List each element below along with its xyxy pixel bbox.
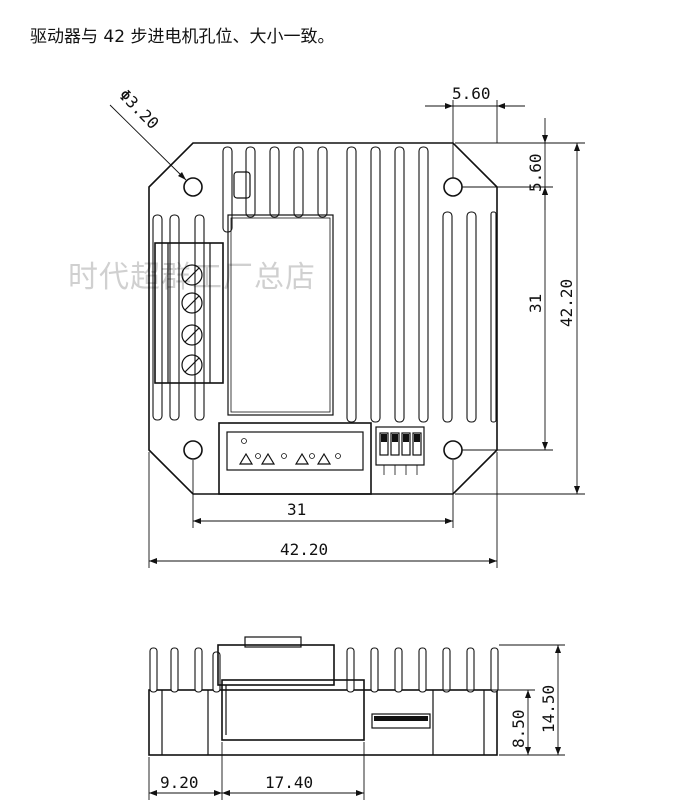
mounting-hole-tr	[443, 177, 463, 197]
mounting-hole-tl	[183, 177, 203, 197]
dip-switch	[375, 426, 425, 475]
side-dim-height-base: 8.50	[509, 690, 531, 755]
dim-height-total: 42.20	[557, 143, 580, 494]
watermark-text: 时代超群工厂总店	[68, 260, 316, 295]
central-block	[227, 214, 334, 416]
mounting-hole-bl	[183, 440, 203, 460]
dim-hole-diameter-label: Φ3.20	[115, 85, 162, 132]
side-terminal	[217, 644, 335, 686]
side-dim-height-base-label: 8.50	[509, 709, 528, 748]
side-base	[148, 689, 498, 756]
heatsink-fins-left	[152, 214, 205, 421]
dim-hole-spacing-v: 31	[526, 187, 548, 450]
dim-hole-offset-h-label: 5.60	[452, 84, 491, 103]
side-connector	[221, 679, 365, 741]
side-switch	[371, 713, 431, 729]
caption-text: 驱动器与 42 步进电机孔位、大小一致。	[30, 27, 335, 47]
small-component	[233, 171, 251, 199]
heatsink-fins-top	[222, 146, 497, 423]
dim-height-total-label: 42.20	[557, 279, 576, 327]
side-dim-connector-width-label: 17.40	[265, 773, 313, 792]
bottom-connector	[218, 422, 372, 495]
side-dim-offset-left: 9.20	[149, 773, 222, 796]
side-dim-height-total-label: 14.50	[539, 685, 558, 733]
top-view: Φ3.20 5.60 5.60 31	[109, 84, 585, 568]
dim-width-total-label: 42.20	[280, 540, 328, 559]
dim-hole-spacing-v-label: 31	[526, 294, 545, 313]
side-fins	[149, 647, 499, 693]
side-view: 14.50 8.50 9.20 17.40	[148, 636, 565, 800]
dim-hole-offset-v-label: 5.60	[526, 153, 545, 192]
dim-hole-spacing-h: 31	[192, 460, 454, 528]
side-dim-connector-width: 17.40	[222, 773, 364, 796]
side-dim-offset-left-label: 9.20	[160, 773, 199, 792]
dim-hole-diameter: Φ3.20	[109, 85, 187, 181]
mounting-hole-br	[443, 440, 463, 460]
dim-hole-spacing-h-label: 31	[287, 500, 306, 519]
terminal-block	[154, 242, 224, 384]
dim-width-total: 42.20	[148, 452, 498, 568]
central-block-inner	[230, 217, 331, 413]
side-dim-height-total: 14.50	[539, 645, 561, 755]
dim-hole-offset-h: 5.60	[425, 84, 525, 178]
